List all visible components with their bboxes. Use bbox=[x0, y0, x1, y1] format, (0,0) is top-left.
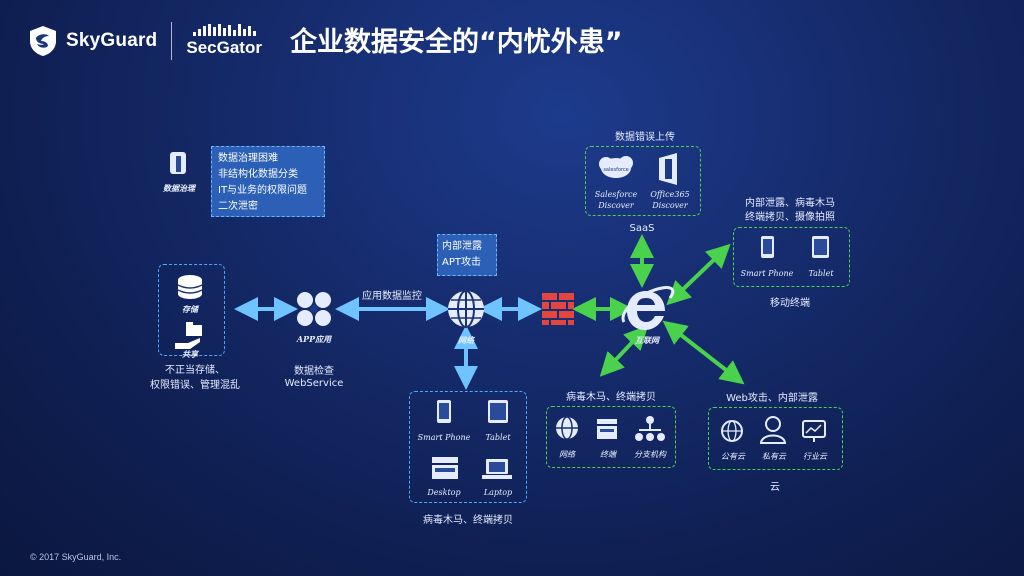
network-callout-line: APT攻击 bbox=[442, 257, 481, 268]
partner-name: SecGator bbox=[186, 38, 262, 57]
app-caption-line2: WebService bbox=[284, 378, 344, 389]
endpoint-item-desktop: Desktop bbox=[427, 488, 461, 497]
laptop-icon bbox=[482, 459, 512, 479]
copyright-footer: © 2017 SkyGuard, Inc. bbox=[30, 552, 122, 562]
saas-item-office365: Office365 bbox=[650, 190, 690, 199]
cloud-item-industry: 行业云 bbox=[803, 452, 827, 461]
endpoint-item-laptop: Laptop bbox=[483, 488, 513, 497]
brand-name: SkyGuard bbox=[66, 30, 158, 51]
branch-network-icon bbox=[556, 416, 578, 440]
globe-icon bbox=[448, 290, 484, 328]
page-title: 企业数据安全的“内忧外患” bbox=[290, 27, 623, 58]
branch-terminal-icon bbox=[597, 419, 617, 439]
database-icon bbox=[177, 275, 203, 299]
share-hand-icon bbox=[175, 322, 202, 349]
network-label: 网络 bbox=[458, 335, 474, 345]
branch-item-branch-org: 分支机构 bbox=[634, 450, 666, 459]
network-callout-line: 内部泄露 bbox=[442, 241, 482, 252]
governance-line: 数据治理困难 bbox=[218, 153, 278, 164]
secgator-bars-icon bbox=[192, 24, 256, 36]
mobile-tablet-icon bbox=[812, 236, 829, 258]
storage-caption-line1: 不正当存储、 bbox=[165, 365, 225, 376]
endpoint-item-tablet: Tablet bbox=[485, 433, 511, 442]
secgator-logo: SecGator bbox=[186, 24, 262, 58]
branch-box bbox=[546, 406, 676, 468]
cloud-box bbox=[708, 407, 843, 470]
saas-label: SaaS bbox=[629, 223, 655, 234]
endpoint-smartphone-icon bbox=[437, 400, 451, 423]
cloud-item-public: 公有云 bbox=[721, 452, 745, 461]
header-divider bbox=[171, 22, 173, 60]
saas-item-office365-sub: Discover bbox=[652, 201, 688, 210]
saas-item-salesforce-sub: Discover bbox=[598, 201, 634, 210]
storage-caption-line2: 权限错误、管理混乱 bbox=[150, 380, 240, 391]
mobile-box bbox=[733, 227, 850, 287]
monitor-label: 应用数据监控 bbox=[362, 291, 422, 302]
desktop-icon bbox=[432, 457, 458, 479]
saas-item-salesforce: Salesforce bbox=[594, 190, 638, 199]
endpoint-item-phone: Smart Phone bbox=[417, 433, 471, 442]
governance-line: IT与业务的权限问题 bbox=[218, 185, 308, 196]
endpoints-caption: 病毒木马、终端拷贝 bbox=[423, 515, 513, 526]
endpoints-box bbox=[409, 391, 527, 503]
office365-icon bbox=[659, 153, 677, 185]
mobile-smartphone-icon bbox=[761, 236, 774, 258]
salesforce-icon: salesforce bbox=[599, 156, 633, 178]
endpoint-tablet-icon bbox=[488, 400, 508, 423]
cloud-label: 云 bbox=[770, 482, 780, 493]
cloud-internet-arrow bbox=[662, 320, 745, 385]
share-label: 共享 bbox=[182, 349, 198, 359]
firewall-icon bbox=[542, 293, 574, 325]
mobile-item-phone: Smart Phone bbox=[740, 269, 794, 278]
app-icon bbox=[297, 292, 331, 326]
app-caption-line1: 数据检查 bbox=[294, 366, 334, 377]
mobile-item-tablet: Tablet bbox=[808, 269, 834, 278]
internet-label: 互联网 bbox=[635, 335, 659, 345]
branch-title: 病毒木马、终端拷贝 bbox=[566, 392, 656, 403]
mobile-label: 移动终端 bbox=[770, 298, 810, 309]
svg-text:salesforce: salesforce bbox=[603, 167, 628, 173]
branch-item-terminal: 终端 bbox=[600, 450, 616, 459]
cloud-item-private: 私有云 bbox=[762, 452, 786, 461]
governance-line: 二次泄密 bbox=[218, 201, 258, 212]
internet-e-icon bbox=[621, 286, 675, 330]
mobile-title-line1: 内部泄露、病毒木马 bbox=[745, 198, 835, 209]
mobile-title-line2: 终端拷贝、摄像拍照 bbox=[745, 212, 835, 223]
mobile-internet-arrow bbox=[666, 243, 731, 306]
governance-callout: 数据治理困难 非结构化数据分类 IT与业务的权限问题 二次泄密 bbox=[211, 146, 325, 217]
storage-box bbox=[158, 264, 225, 356]
private-cloud-icon bbox=[759, 416, 787, 444]
app-label: APP应用 bbox=[296, 334, 332, 344]
cloud-title: Web攻击、内部泄露 bbox=[726, 393, 818, 404]
branch-item-network: 网络 bbox=[559, 450, 575, 459]
saas-title: 数据错误上传 bbox=[615, 132, 675, 143]
saas-box bbox=[585, 146, 701, 216]
governance-icon bbox=[170, 152, 186, 174]
governance-line: 非结构化数据分类 bbox=[218, 169, 298, 180]
storage-label: 存储 bbox=[182, 304, 198, 314]
public-cloud-icon bbox=[721, 420, 743, 442]
branch-internet-arrow bbox=[599, 325, 649, 377]
network-callout: 内部泄露 APT攻击 bbox=[437, 234, 497, 276]
industry-cloud-icon bbox=[802, 420, 826, 442]
governance-label: 数据治理 bbox=[163, 183, 195, 193]
branch-org-icon bbox=[635, 416, 665, 441]
skyguard-logo-icon bbox=[30, 26, 56, 56]
header-logos: SkyGuard SecGator bbox=[26, 22, 262, 60]
